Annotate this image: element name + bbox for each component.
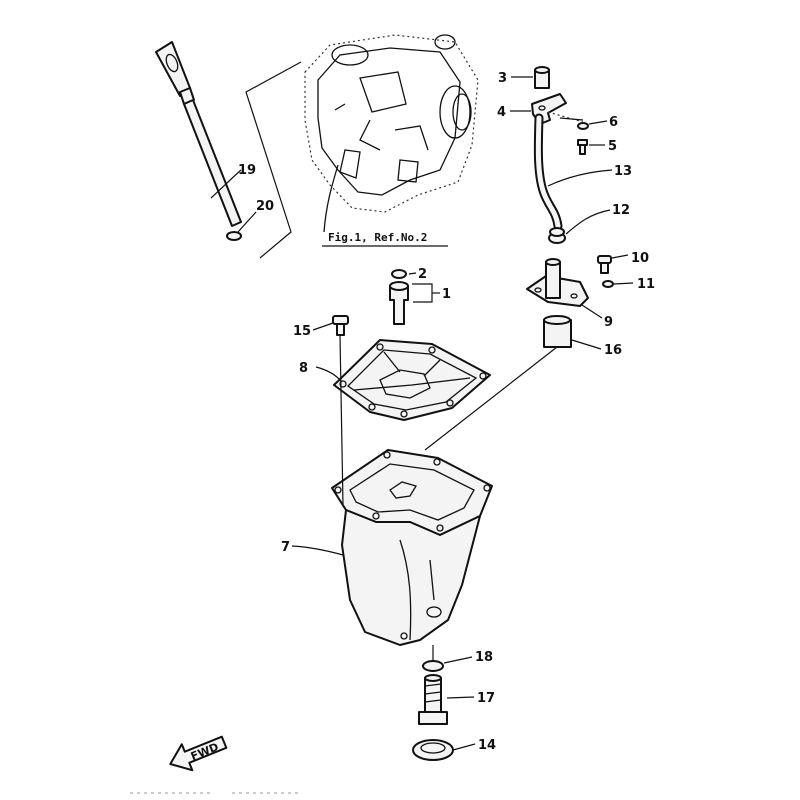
callout-9: 9: [604, 315, 613, 330]
callout-20: 20: [256, 199, 274, 214]
callout-2: 2: [418, 267, 427, 282]
callout-4: 4: [497, 105, 506, 120]
forward-label: FWD: [189, 740, 221, 763]
pan-bolt: [332, 315, 349, 336]
bolt-alignment-line: [339, 335, 344, 506]
callout-17: 17: [477, 691, 495, 706]
callout-13: 13: [614, 164, 632, 179]
strainer-o-ring: [391, 269, 407, 279]
callout-15: 15: [293, 324, 311, 339]
drain-plug: [418, 674, 448, 725]
dipstick-o-ring: [226, 231, 242, 241]
callout-7: 7: [281, 540, 290, 555]
collar-alignment-line: [424, 346, 558, 451]
callout-14: 14: [478, 738, 496, 753]
cylinder-block: [304, 34, 479, 233]
callout-1: 1: [442, 287, 451, 302]
callout-16: 16: [604, 343, 622, 358]
forward-direction-arrow: FWD: [169, 735, 228, 772]
pump-bolt: [597, 255, 612, 274]
collar: [543, 315, 572, 348]
cap: [534, 66, 550, 89]
callout-10: 10: [631, 251, 649, 266]
leader-lines: [210, 76, 634, 751]
pump-washer: [602, 280, 614, 288]
drain-seal: [412, 739, 454, 761]
pipe-grommet: [548, 227, 566, 244]
callout-labels: 1 2 3 4 5 6 7 8 9 10 11 12 13 14 15 16 1…: [238, 71, 655, 753]
callout-6: 6: [609, 115, 618, 130]
dipstick: [155, 41, 242, 227]
callout-12: 12: [612, 203, 630, 218]
oil-pan: [331, 449, 493, 646]
oil-strainer: [389, 281, 409, 325]
callout-3: 3: [498, 71, 507, 86]
reference-bracket: [245, 61, 302, 259]
callout-8: 8: [299, 361, 308, 376]
reference-label: Fig.1, Ref.No.2: [328, 231, 427, 244]
gasket: [333, 339, 491, 421]
reference-label-box: Fig.1, Ref.No.2: [322, 231, 448, 247]
callout-11: 11: [637, 277, 655, 292]
callout-19: 19: [238, 163, 256, 178]
callout-5: 5: [608, 139, 617, 154]
drain-gasket: [422, 660, 444, 672]
callout-18: 18: [475, 650, 493, 665]
washer: [577, 122, 589, 130]
oil-pump-housing: [526, 258, 589, 307]
small-bolt: [577, 139, 588, 155]
